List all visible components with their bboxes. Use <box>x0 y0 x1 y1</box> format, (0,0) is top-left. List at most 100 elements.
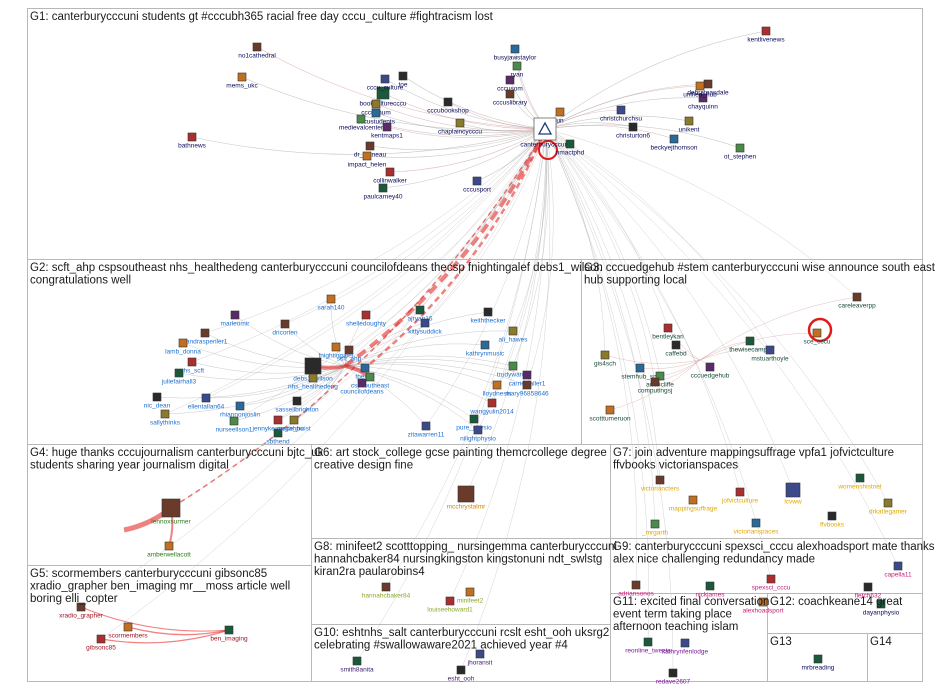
node-keiththecker[interactable]: keiththecker <box>470 307 506 325</box>
node-nickjames[interactable]: nickjames <box>696 581 726 599</box>
node-mary96858646[interactable]: mary96858646 <box>505 380 549 398</box>
node-bentleykari[interactable]: bentleykari <box>652 323 684 341</box>
node-mappingsuffrage[interactable]: mappingsuffrage <box>669 495 718 513</box>
node-alexhoadsport[interactable]: alexhoadsport <box>743 597 784 615</box>
node-smith8anita[interactable]: smith8anita <box>340 656 374 674</box>
node-redave2607[interactable]: redave2607 <box>656 668 691 686</box>
node-scft-ahp[interactable]: scft_ahp <box>337 345 362 363</box>
node-ryan[interactable]: ryan <box>511 61 524 79</box>
node-mems-ukc[interactable]: mems_ukc <box>226 72 258 90</box>
node-jofvictculture[interactable]: jofvictculture <box>721 487 759 505</box>
node-victorianspaces[interactable]: victorianspaces <box>734 518 780 536</box>
node-angie-huist[interactable]: angie_huist <box>277 415 311 433</box>
node-stemhub-sm[interactable]: stemhub_sm <box>621 363 659 381</box>
node-lcvww[interactable]: lcvww <box>784 482 802 506</box>
node-caffebd[interactable]: caffebd <box>665 340 687 358</box>
node-ben-imaging[interactable]: ben_imaging <box>210 625 248 643</box>
node-womenshistnet[interactable]: womenshistnet <box>837 473 882 491</box>
node-impact-helen[interactable]: impact_helen <box>348 151 387 169</box>
node-chayquinn[interactable]: chayquinn <box>688 93 718 111</box>
node-lennoxsurmer[interactable]: lennoxsurmer <box>151 498 192 526</box>
node-careleaverpp[interactable]: careleaverpp <box>838 292 876 310</box>
node-juliefairhall3[interactable]: juliefairhall3 <box>161 368 197 386</box>
node-marleomir[interactable]: marleomir <box>221 310 251 328</box>
node-amberwellacott[interactable]: amberwellacott <box>147 541 191 559</box>
node-fnightingalef[interactable]: fnightingalef <box>318 342 354 360</box>
node-toe[interactable]: toe <box>398 71 408 89</box>
node-busyjawstaylor[interactable]: busyjawstaylor <box>494 44 537 62</box>
node-nhs-healthedeng[interactable]: nhs_healthedeng <box>288 373 338 391</box>
node-cccusport[interactable]: cccusport <box>463 176 491 194</box>
node-cccu-culture[interactable]: cccu_culture <box>367 74 404 92</box>
node--mrgarth[interactable]: _mrgarth <box>641 519 668 537</box>
node-beckyejthomson[interactable]: beckyejthomson <box>651 134 698 152</box>
node-scormembers[interactable]: scormembers <box>108 622 148 640</box>
node-thewisecampa[interactable]: thewisecampa <box>729 336 771 354</box>
node-kathrynfenlodge[interactable]: kathrynfenlodge <box>662 638 709 656</box>
node-cccuslibrary[interactable]: cccuslibrary <box>493 89 528 107</box>
node-kentlivenews[interactable]: kentlivenews <box>747 26 785 44</box>
node-shelledoughty[interactable]: shelledoughty <box>346 310 387 328</box>
node-unified-hub[interactable]: unified_hub <box>683 81 717 99</box>
node-bookculturecccu[interactable]: bookculturecccu <box>360 86 407 108</box>
node-sassellbrighton[interactable]: sassellbrighton <box>275 396 319 414</box>
node-spexsci-cccu[interactable]: spexsci_cccu <box>752 574 791 592</box>
node-christchurchsu[interactable]: christchurchsu <box>600 105 642 123</box>
node-ajryan16[interactable]: ajryan16 <box>408 305 433 323</box>
node-capella11[interactable]: capella11 <box>884 561 912 579</box>
node-un[interactable]: un <box>555 107 565 125</box>
node-sandrasperiler1[interactable]: sandrasperiler1 <box>183 328 228 346</box>
node-ffvbooks[interactable]: ffvbooks <box>820 511 845 529</box>
node-sallythinks[interactable]: sallythinks <box>150 409 181 427</box>
node-paulcarney40[interactable]: paulcarney40 <box>363 183 403 201</box>
node-wangyulin2014[interactable]: wangyulin2014 <box>469 398 514 416</box>
node-chaplaincycccu[interactable]: chaplaincycccu <box>438 118 482 136</box>
node-ali-hawes[interactable]: ali_hawes <box>499 326 529 344</box>
node-nic-dean[interactable]: nic_dean <box>144 392 171 410</box>
node-mcchrystalmr[interactable]: mcchrystalmr <box>447 485 486 511</box>
node-collinwalker[interactable]: collinwalker <box>373 167 408 185</box>
node-gibsonc85[interactable]: gibsonc85 <box>86 634 116 652</box>
node-councilofdeans[interactable]: councilofdeans <box>340 378 384 396</box>
node-bathnews[interactable]: bathnews <box>178 132 207 150</box>
node-cccusom[interactable]: cccusom <box>497 75 523 93</box>
node-sce-cccu[interactable]: sce_cccu <box>803 328 831 346</box>
node-anoricliffe[interactable]: anoricliffe <box>646 371 674 389</box>
node-cspsoutheast[interactable]: cspsoutheast <box>351 372 389 390</box>
node-adriansonos[interactable]: adriansonos <box>618 580 654 598</box>
node-cccustudents[interactable]: cccustudents <box>357 108 396 126</box>
node-mrbreading[interactable]: mrbreading <box>802 654 835 672</box>
node-esht-ooh[interactable]: esht_ooh <box>448 665 475 683</box>
node-nurseellson1[interactable]: nurseellson1 <box>216 416 253 434</box>
node-unikent[interactable]: unikent <box>679 116 700 134</box>
node-ellentallan64[interactable]: ellentallan64 <box>188 393 225 411</box>
node-fletch632[interactable]: fletch632 <box>855 582 882 600</box>
node-dayanphysio[interactable]: dayanphysio <box>863 599 900 617</box>
node-lamb-donna[interactable]: lamb_donna <box>165 338 201 356</box>
node-trudyward8[interactable]: trudyward8 <box>497 361 530 379</box>
node-christurton6[interactable]: christurton6 <box>616 122 650 140</box>
node-sbthend[interactable]: sbthend <box>266 428 290 446</box>
node-rhiannonjoslin[interactable]: rhiannonjoslin <box>220 401 260 419</box>
node-dricorten[interactable]: dricorten <box>272 319 298 337</box>
node-xradio-grapher[interactable]: xradio_grapher <box>59 602 104 620</box>
node-reonline-tweets[interactable]: reonline_tweets <box>625 637 672 655</box>
node-kathrynmusic[interactable]: kathrynmusic <box>466 340 505 358</box>
node-minifeet2[interactable]: minifeet2 <box>457 587 484 605</box>
node-medievalcenter[interactable]: medievalcenter <box>339 114 384 132</box>
node-nilightphysio[interactable]: nilightphysio <box>460 425 496 443</box>
node-drkatlegamer[interactable]: drkatlegamer <box>869 498 908 516</box>
node-nhs-scft[interactable]: nhs_scft <box>180 357 204 375</box>
node-computingsj[interactable]: computingsj <box>638 377 673 395</box>
node-no1cathedral[interactable]: no1cathedral <box>238 42 276 60</box>
node-kentmaps1[interactable]: kentmaps1 <box>371 122 403 140</box>
node-nmactphd[interactable]: nmactphd <box>556 139 585 157</box>
node-canterburycccuni[interactable]: canterburycccuni <box>520 117 570 149</box>
node-thecsp[interactable]: thecsp <box>355 363 375 381</box>
node-hannahcbaker84[interactable]: hannahcbaker84 <box>362 582 411 600</box>
node-zitawarren11[interactable]: zitawarren11 <box>408 421 445 439</box>
node-gis4sch[interactable]: gis4sch <box>594 350 616 368</box>
node-ot-stephen[interactable]: ot_stephen <box>724 143 757 161</box>
node-jhoransit[interactable]: jhoransit <box>467 649 493 667</box>
node-mstuarthoyle[interactable]: mstuarthoyle <box>751 345 789 363</box>
